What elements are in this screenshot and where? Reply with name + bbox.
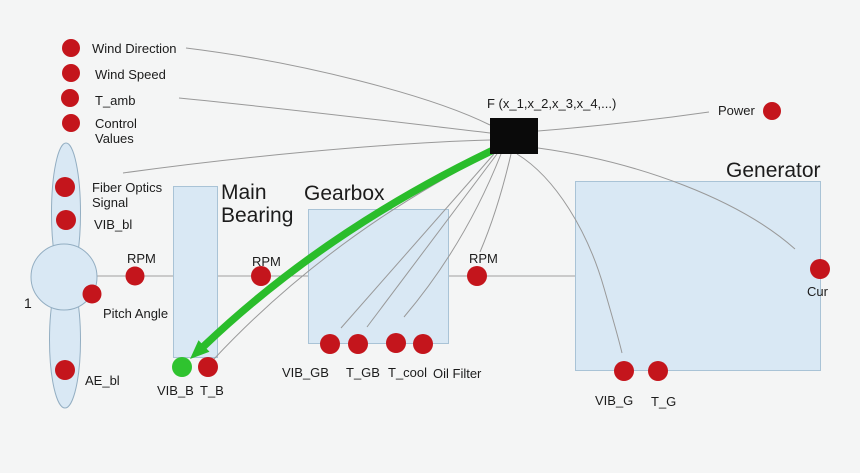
sensor-dot-rpm-gearbox xyxy=(467,266,487,286)
edge-wind-direction-to-f xyxy=(185,47,491,126)
sensor-dot-t-g xyxy=(648,361,668,381)
sensor-dot-pitch-angle xyxy=(82,284,102,304)
label-vib-g: VIB_G xyxy=(595,393,634,408)
edge-f-to-cur xyxy=(537,147,796,250)
sensor-dot-power xyxy=(763,102,781,120)
label-pitch-angle: Pitch Angle xyxy=(103,306,169,321)
label-rpm-main-bearing: RPM xyxy=(252,254,281,269)
sensor-dot-rpm-rotor xyxy=(125,266,145,286)
main-bearing-box xyxy=(173,186,218,358)
main-bearing-title: Main Bearing xyxy=(221,181,294,227)
label-t-b: T_B xyxy=(200,383,224,398)
label-vib-bl: VIB_bl xyxy=(94,217,133,232)
sensor-dot-t-amb xyxy=(61,89,79,107)
edge-f-to-rpm-gearbox xyxy=(479,153,512,253)
label-wind-direction: Wind Direction xyxy=(92,41,177,56)
sensor-dot-vib-g xyxy=(614,361,634,381)
label-t-amb: T_amb xyxy=(95,93,136,108)
label-power: Power xyxy=(718,103,755,118)
edge-f-to-vib-g xyxy=(516,153,623,354)
sensor-dot-wind-direction xyxy=(62,39,80,57)
sensor-dot-fiber-optics xyxy=(55,177,75,197)
label-ae-bl: AE_bl xyxy=(85,373,120,388)
sensor-dot-vib-bl xyxy=(56,210,76,230)
sensor-dot-wind-speed xyxy=(62,64,80,82)
sensor-dot-cur xyxy=(810,259,830,279)
sensor-dot-control-values xyxy=(62,114,80,132)
label-vib-b: VIB_B xyxy=(157,383,194,398)
sensor-dot-t-gb xyxy=(348,334,368,354)
output-arrowhead xyxy=(190,340,210,359)
label-rpm-rotor: RPM xyxy=(127,251,156,266)
turbine-hub xyxy=(30,243,98,311)
edge-t-amb-to-f xyxy=(178,97,491,134)
label-oil-filter: Oil Filter xyxy=(433,366,482,381)
sensor-dot-t-cool xyxy=(386,333,406,353)
label-rpm-gearbox: RPM xyxy=(469,251,498,266)
edge-f-to-t-cool xyxy=(403,153,502,318)
label-vib-gb: VIB_GB xyxy=(282,365,329,380)
label-t-g: T_G xyxy=(651,394,677,409)
sensor-dot-vib-gb xyxy=(320,334,340,354)
edge-f-to-t-gb xyxy=(366,153,498,328)
edge-f-to-power xyxy=(537,111,710,132)
label-cur: Cur xyxy=(807,284,828,299)
label-t-cool: T_cool xyxy=(388,365,428,380)
output-arrow-f-to-vib-b xyxy=(200,140,510,350)
sensor-dot-oil-filter xyxy=(413,334,433,354)
function-node-label: F (x_1,x_2,x_3,x_4,...) xyxy=(487,96,617,111)
generator-box xyxy=(575,181,821,371)
sensor-dot-t-b xyxy=(198,357,218,377)
generator-title: Generator xyxy=(726,159,821,182)
label-fiber-optics-signal: Fiber Optics Signal xyxy=(92,180,163,211)
edge-fiber-optics-to-f xyxy=(122,139,491,174)
label-t-gb: T_GB xyxy=(346,365,380,380)
sensor-dot-rpm-main-bearing xyxy=(251,266,271,286)
label-wind-speed: Wind Speed xyxy=(95,67,166,82)
function-node-box xyxy=(490,118,538,154)
sensor-dot-ae-bl xyxy=(55,360,75,380)
edge-f-to-vib-gb xyxy=(340,153,495,329)
left-edge-character: 1 xyxy=(24,295,32,311)
label-control-values: Control Values xyxy=(95,116,137,147)
gearbox-title: Gearbox xyxy=(304,182,385,205)
sensor-dot-vib-b-output xyxy=(172,357,192,377)
